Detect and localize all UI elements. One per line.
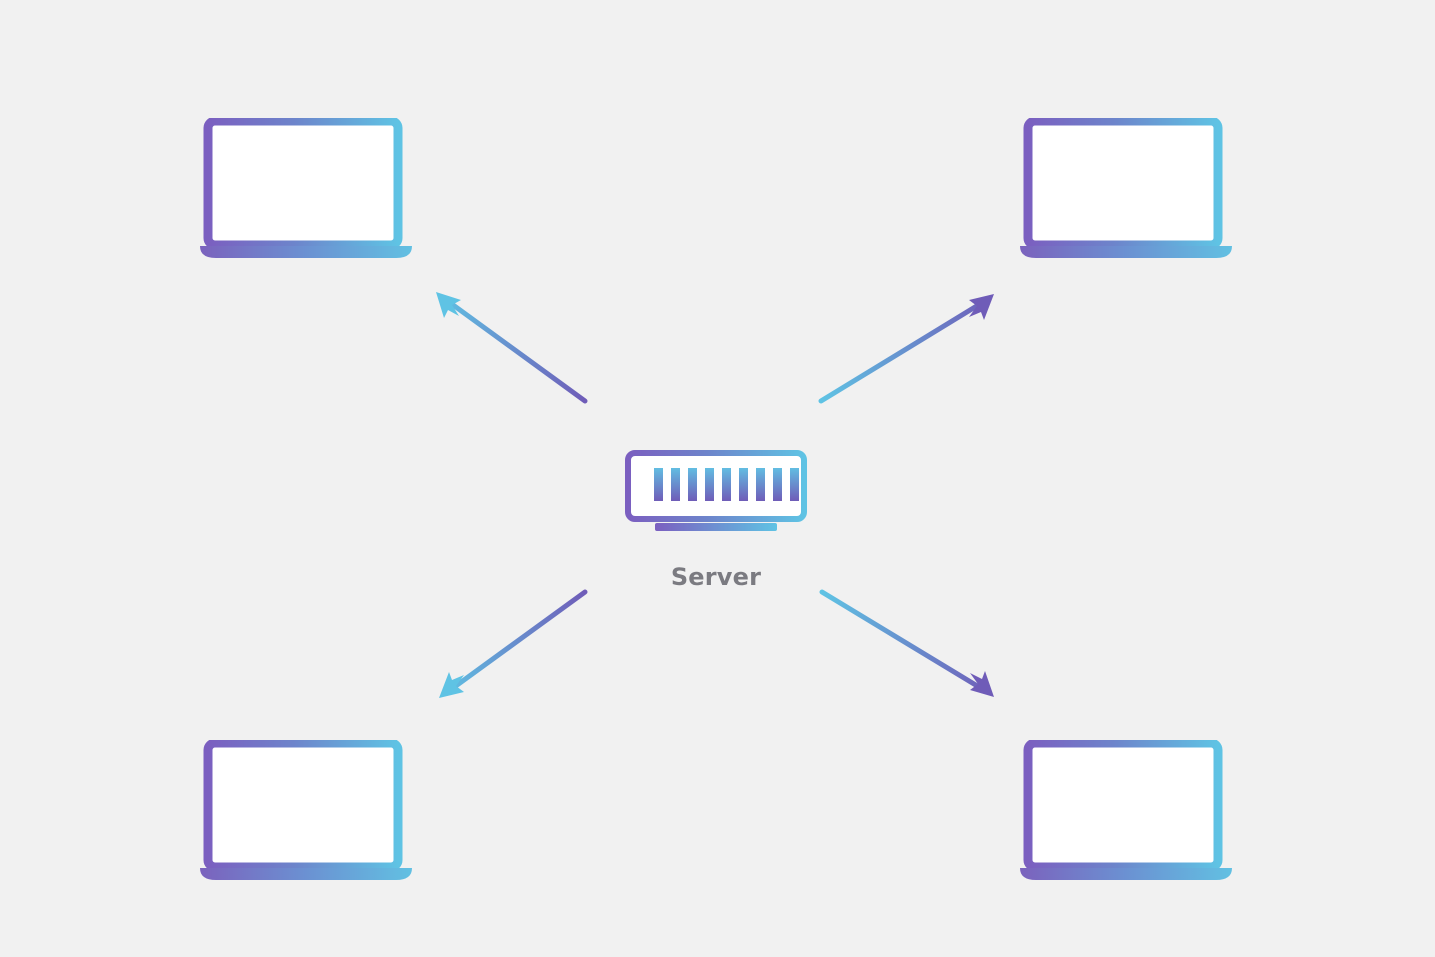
server-bar: [705, 468, 714, 501]
server-rack-icon: [625, 450, 807, 531]
arrow-head: [439, 672, 464, 698]
laptop-icon: [1020, 121, 1232, 258]
laptop-icon: [1020, 743, 1232, 880]
server-bar: [671, 468, 680, 501]
server-indicator-bars: [654, 468, 799, 501]
arrow-head: [970, 671, 994, 697]
connection-arrow-top-left: [436, 292, 588, 404]
laptop-icon: [200, 121, 412, 258]
laptop-icon: [200, 743, 412, 880]
arrow-shaft: [450, 589, 588, 691]
connection-arrow-top-right: [818, 294, 994, 404]
arrow-shaft: [819, 589, 982, 690]
server-bar: [790, 468, 799, 501]
client-node-bottom-left[interactable]: [200, 743, 412, 880]
server-bar: [773, 468, 782, 501]
connection-arrow-bottom-left: [439, 589, 588, 698]
client-node-top-left[interactable]: [200, 121, 412, 258]
arrow-shaft: [446, 299, 588, 404]
server-bar: [722, 468, 731, 501]
client-node-top-right[interactable]: [1020, 121, 1232, 258]
server-label: Server: [671, 563, 761, 591]
server-bar: [688, 468, 697, 501]
arrow-shaft: [818, 301, 983, 404]
arrow-head: [969, 294, 994, 320]
server-node[interactable]: Server: [625, 450, 807, 591]
connection-arrow-bottom-right: [819, 589, 994, 697]
server-bar: [739, 468, 748, 501]
arrow-head: [436, 292, 461, 318]
server-bar: [756, 468, 765, 501]
client-node-bottom-right[interactable]: [1020, 743, 1232, 880]
server-bar: [654, 468, 663, 501]
server-base-bar: [655, 523, 777, 531]
